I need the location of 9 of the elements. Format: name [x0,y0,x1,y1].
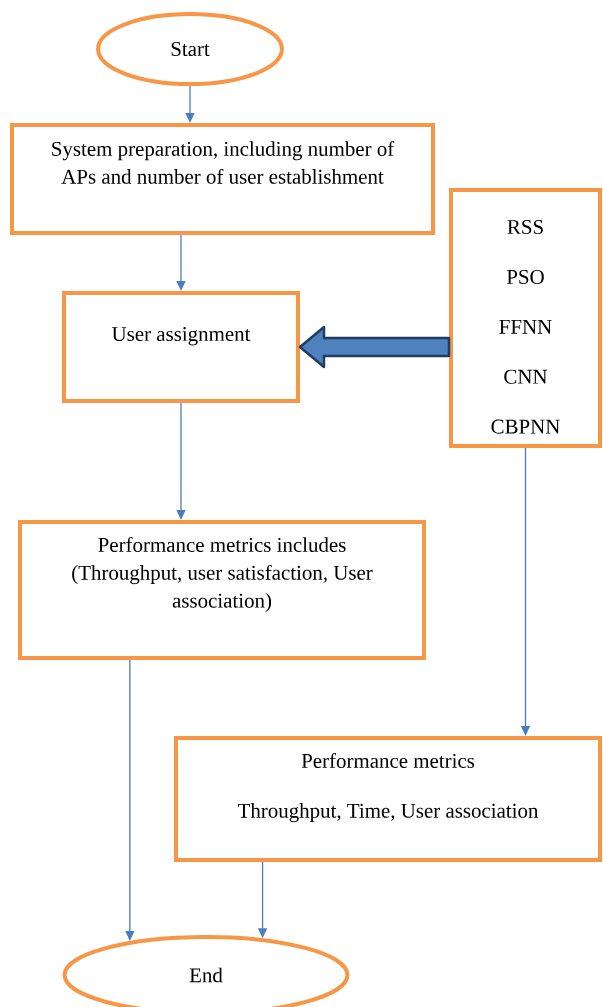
arrow [176,402,186,520]
process-box: User assignment [62,291,300,403]
arrow [176,234,186,291]
process-box: System preparation, including number of APs and number of user establishment [10,123,435,235]
arrow [185,85,195,123]
process-box: Performance metrics Throughput, Time, User association [174,736,602,862]
block-arrow [298,325,451,369]
process-box: Performance metrics includes (Throughput, user satisfaction, User association) [18,520,426,660]
method-list-box: RSS PSO FFNN CNN CBPNN [449,188,602,448]
